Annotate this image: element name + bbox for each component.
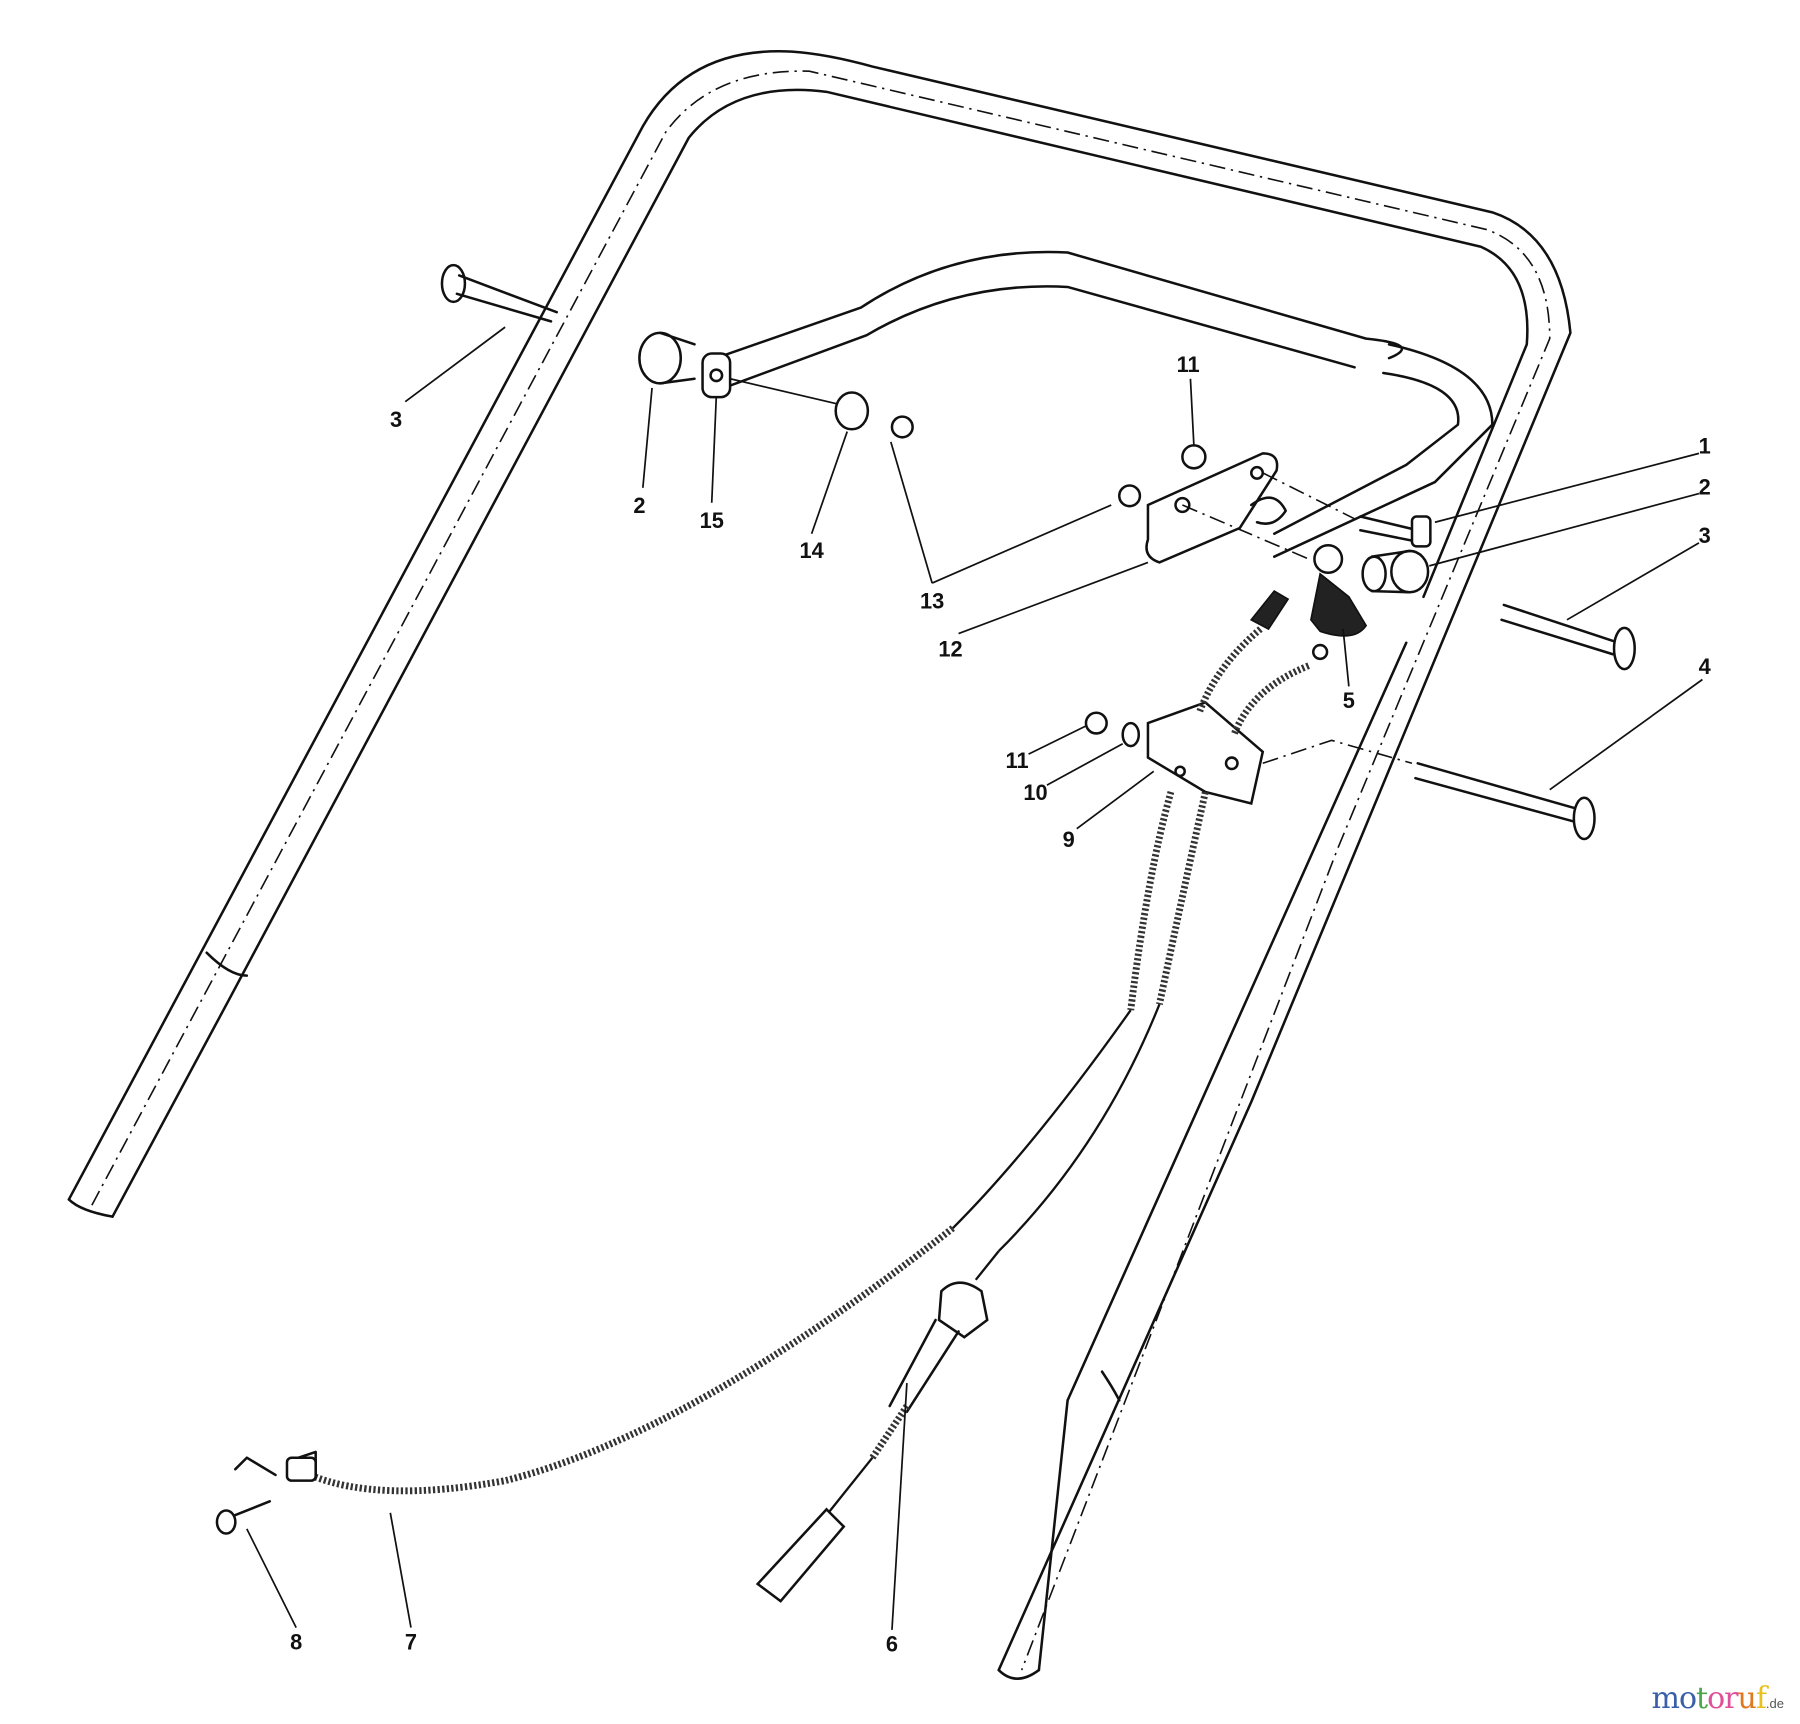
leader-lines (246, 326, 1703, 1630)
callout-11: 11 (1177, 352, 1200, 377)
callout-2: 2 (633, 493, 645, 518)
callout-3: 3 (390, 407, 402, 432)
callout-13: 13 (920, 588, 944, 613)
callout-6: 6 (886, 1632, 898, 1657)
callout-5: 5 (1343, 688, 1355, 713)
callout-11-lower: 11 (1006, 748, 1029, 773)
handle-frame (67, 50, 1572, 1680)
callout-2-right: 2 (1699, 475, 1711, 500)
callout-14: 14 (799, 538, 823, 563)
callout-12: 12 (938, 637, 962, 662)
callout-labels: 3 2 15 14 13 11 12 1 2 3 5 4 11 10 9 8 7… (290, 352, 1711, 1657)
callout-3-right: 3 (1699, 523, 1711, 548)
watermark-logo: motoruf.de (1651, 1681, 1785, 1716)
parts (215, 263, 1636, 1603)
callout-8: 8 (290, 1629, 302, 1654)
bail-lever (701, 250, 1494, 558)
callout-10: 10 (1023, 780, 1047, 805)
callout-9: 9 (1063, 827, 1075, 852)
callout-15: 15 (700, 508, 724, 533)
callout-4: 4 (1699, 654, 1711, 679)
callout-1: 1 (1699, 433, 1711, 458)
callout-7: 7 (405, 1629, 417, 1654)
